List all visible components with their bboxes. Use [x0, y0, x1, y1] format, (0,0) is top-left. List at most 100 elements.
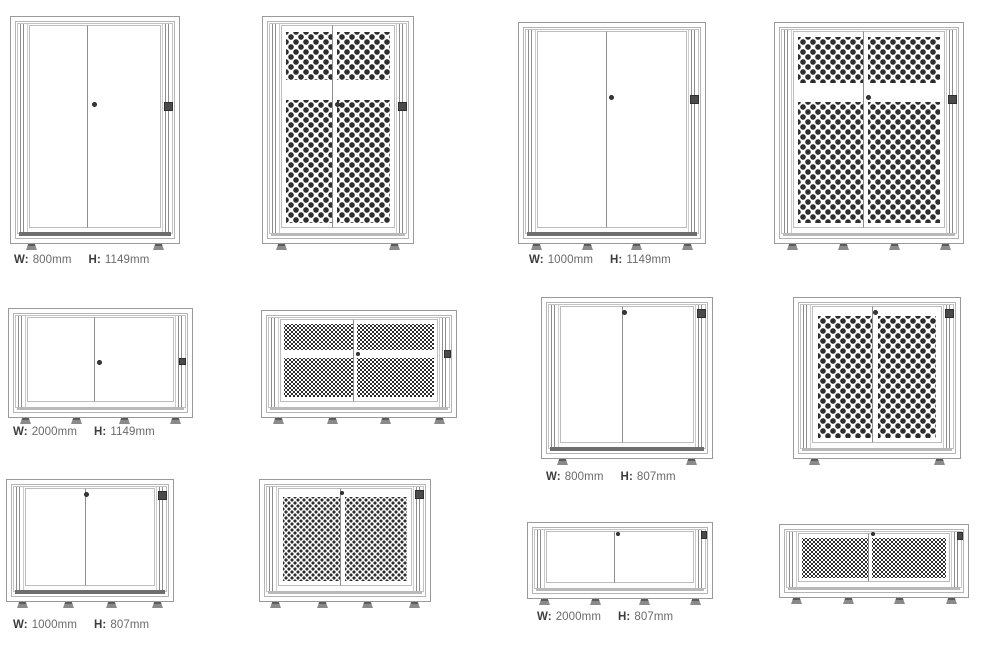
sliding-door-right [606, 31, 687, 228]
height-value: 1149mm [104, 254, 150, 266]
sliding-door-right [85, 488, 155, 586]
levelling-foot [690, 599, 701, 605]
door-handle [158, 491, 167, 500]
levelling-foot [409, 602, 420, 608]
door-lock-icon [609, 95, 614, 100]
right-rail [943, 305, 953, 448]
levelling-foot [531, 244, 542, 250]
levelling-foot [940, 244, 951, 250]
levelling-foot [539, 599, 550, 605]
perforation-panel-lower [286, 100, 339, 223]
cabinet-drawing [541, 297, 713, 465]
left-rail [18, 24, 28, 233]
left-rail [535, 530, 545, 588]
cabinet-drawing [6, 479, 174, 608]
width-key: W: [13, 619, 28, 631]
perforation-panel-upper [286, 32, 339, 80]
cabinet-drawing [527, 522, 713, 605]
door-opening [268, 317, 450, 408]
width-value: 1000mm [547, 254, 594, 266]
height-key: H: [88, 254, 101, 266]
width-key: W: [546, 471, 561, 483]
perforation-panel-upper [798, 37, 870, 83]
right-rail [156, 487, 166, 591]
door-handle [945, 309, 954, 318]
door-lock-icon [871, 532, 875, 536]
door-lock-icon [356, 352, 360, 356]
perforation-panel-upper [357, 324, 434, 350]
levelling-foot [582, 244, 593, 250]
levelling-foot [838, 244, 849, 250]
levelling-foot [843, 598, 854, 604]
levelling-foot [119, 418, 130, 424]
sliding-door-left [280, 319, 365, 402]
door-opening [800, 304, 954, 449]
levelling-foot [934, 459, 945, 465]
base-plinth [270, 407, 448, 410]
levelling-foot [152, 602, 163, 608]
width-value: 800mm [32, 254, 72, 266]
door-lock-icon [92, 102, 97, 107]
sliding-door-right [332, 25, 395, 228]
door-opening [534, 529, 706, 589]
door-opening [525, 29, 699, 234]
base-plinth [15, 590, 165, 594]
perforation-panel [802, 538, 876, 578]
cabinet-figure-2000x1149-solid [8, 308, 193, 424]
levelling-foot [894, 598, 905, 604]
levelling-foot [273, 418, 284, 424]
door-lock-icon [616, 532, 620, 536]
door-lock-icon [97, 360, 102, 365]
levelling-foot [362, 602, 373, 608]
perforation-panel [283, 497, 345, 581]
height-value: 807mm [636, 471, 676, 483]
height-key: H: [94, 619, 107, 631]
cabinet-figure-800x807-solid [541, 297, 713, 465]
left-rail [549, 305, 559, 448]
right-rail [946, 30, 956, 233]
levelling-foot [327, 418, 338, 424]
door-lock-icon [873, 310, 878, 315]
door-handle [948, 95, 957, 104]
base-plinth [783, 233, 955, 236]
cabinet-figure-2000x807-solid [527, 522, 713, 605]
left-rail [267, 487, 277, 591]
door-opening [781, 29, 957, 234]
sliding-door-right [87, 25, 161, 228]
door-handle [701, 531, 707, 539]
perforation-panel-lower [798, 102, 870, 223]
cabinet-figure-1000x1149-solid [518, 22, 706, 250]
levelling-foot [787, 244, 798, 250]
width-key: W: [529, 254, 544, 266]
height-value: 807mm [110, 619, 150, 631]
door-opening [15, 315, 186, 408]
door-opening [17, 23, 173, 234]
sliding-door-right [863, 31, 945, 228]
sliding-door-right [622, 306, 694, 443]
cabinet-figure-800x1149-perforated [262, 16, 414, 250]
sliding-door-right [872, 306, 942, 443]
door-opening [548, 304, 706, 449]
sliding-door-right [94, 317, 174, 402]
base-plinth [271, 233, 405, 236]
levelling-foot [317, 602, 328, 608]
perforation-panel [872, 538, 946, 578]
levelling-foot [20, 418, 31, 424]
perforation-panel-lower [868, 102, 940, 223]
left-rail [801, 305, 811, 448]
cabinet-figure-2000x807-perforated [779, 524, 969, 604]
cabinet-figure-800x807-perforated [793, 297, 961, 465]
cabinet-drawing [774, 22, 964, 250]
door-handle [164, 102, 173, 111]
base-plinth [788, 587, 960, 590]
levelling-foot [380, 418, 391, 424]
cabinet-figure-1000x1149-perforated [774, 22, 964, 250]
right-rail [951, 532, 961, 587]
sliding-door-left [546, 531, 626, 583]
cabinet-figure-800x1149-solid [10, 16, 180, 250]
